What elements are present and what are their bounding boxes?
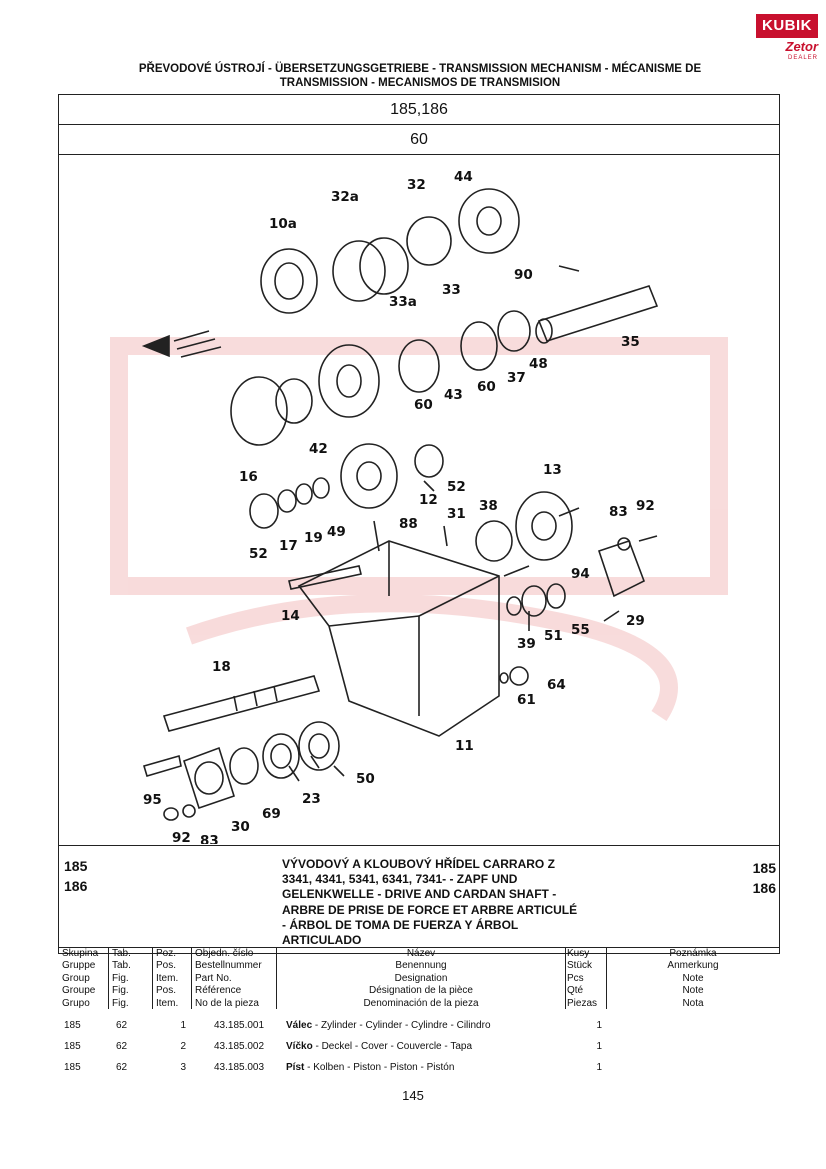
- catalog-frame: [58, 154, 780, 954]
- logo-sub-brand: Zetor: [785, 39, 819, 54]
- parts-drawing: [141, 188, 659, 821]
- part-label: 31: [447, 506, 466, 522]
- column-divider: [191, 947, 192, 1009]
- part-label: 23: [302, 791, 321, 807]
- part-label: 32: [407, 177, 426, 193]
- part-label: 52: [249, 546, 268, 562]
- groups-box: 185,186: [58, 94, 780, 125]
- part-label: 55: [571, 622, 590, 638]
- part-label: 29: [626, 613, 645, 629]
- part-label: 33a: [389, 294, 417, 310]
- column-divider: [565, 947, 566, 1009]
- divider: [58, 845, 780, 846]
- table-row: 185 62 2 43.185.002 Víčko - Deckel - Cov…: [64, 1041, 602, 1052]
- part-label: 50: [356, 771, 375, 787]
- part-label: 49: [327, 524, 346, 540]
- part-label: 14: [281, 608, 300, 624]
- part-label: 90: [514, 267, 533, 283]
- part-label: 51: [544, 628, 563, 644]
- page-title: PŘEVODOVÉ ÚSTROJÍ - ÜBERSETZUNGSGETRIEBE…: [138, 63, 702, 89]
- part-label: 11: [455, 738, 474, 754]
- part-label: 39: [517, 636, 536, 652]
- logo-brand: KUBIK: [756, 14, 818, 38]
- dealer-watermark: [110, 337, 728, 721]
- part-label: 95: [143, 792, 162, 808]
- part-label: 16: [239, 469, 258, 485]
- part-label: 92: [636, 498, 655, 514]
- divider: [58, 947, 780, 948]
- part-label: 60: [477, 379, 496, 395]
- part-label: 13: [543, 462, 562, 478]
- part-label: 92: [172, 830, 191, 844]
- part-label: 83: [609, 504, 628, 520]
- group-number-left: 186: [64, 878, 88, 894]
- part-label: 38: [479, 498, 498, 514]
- part-label: 32a: [331, 189, 359, 205]
- group-number-right: 185: [752, 860, 776, 876]
- exploded-parts-diagram: 10a 32a 32 44 33 33a 90 35 48 37 60 43 6…: [110, 169, 728, 844]
- part-label: 44: [454, 169, 473, 185]
- table-number-box: 60: [58, 124, 780, 155]
- part-label: 19: [304, 530, 323, 546]
- part-label: 69: [262, 806, 281, 822]
- group-number-right: 186: [752, 880, 776, 896]
- part-number-labels: 10a 32a 32 44 33 33a 90 35 48 37 60 43 6…: [143, 169, 655, 844]
- column-divider: [276, 947, 277, 1009]
- part-label: 42: [309, 441, 328, 457]
- part-label: 60: [414, 397, 433, 413]
- part-label: 18: [212, 659, 231, 675]
- logo-sub-label: DEALER: [787, 55, 818, 61]
- page-number: 145: [402, 1088, 424, 1103]
- part-label: 37: [507, 370, 526, 386]
- table-row: 185 62 1 43.185.001 Válec - Zylinder - C…: [64, 1020, 602, 1031]
- part-label: 94: [571, 566, 590, 582]
- column-header-position: Poz.Pos.Item.Pos.Item.: [156, 948, 179, 1009]
- part-label: 64: [547, 677, 566, 693]
- part-label: 88: [399, 516, 418, 532]
- group-number-left: 185: [64, 858, 88, 874]
- part-label: 30: [231, 819, 250, 835]
- table-row: 185 62 3 43.185.003 Píst - Kolben - Pist…: [64, 1062, 602, 1073]
- column-divider: [606, 947, 607, 1009]
- assembly-description: VÝVODOVÝ A KLOUBOVÝ HŘÍDEL CARRARO Z 334…: [282, 857, 578, 948]
- part-label: 43: [444, 387, 463, 403]
- part-label: 83: [200, 833, 219, 844]
- part-label: 48: [529, 356, 548, 372]
- part-label: 52: [447, 479, 466, 495]
- part-label: 33: [442, 282, 461, 298]
- part-label: 61: [517, 692, 536, 708]
- column-divider: [152, 947, 153, 1009]
- column-divider: [108, 947, 109, 1009]
- part-label: 35: [621, 334, 640, 350]
- column-header-table: Tab.Tab.Fig.Fig.Fig.: [112, 948, 131, 1009]
- kubik-zetor-logo: KUBIK Zetor DEALER: [756, 14, 818, 64]
- part-label: 17: [279, 538, 298, 554]
- part-label: 10a: [269, 216, 297, 232]
- part-label: 12: [419, 492, 438, 508]
